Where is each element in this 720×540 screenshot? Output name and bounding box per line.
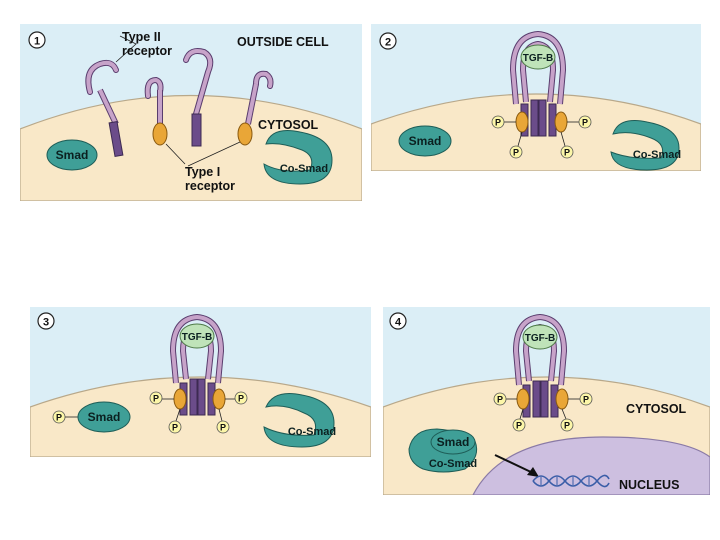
type-i-receptor-label: receptor <box>185 179 235 193</box>
step-badge: 1 <box>28 31 46 49</box>
phosphate-group: P <box>509 145 523 159</box>
tgf-beta-ligand <box>179 323 215 349</box>
panel-2-illustration: 2 TGF-B P P P P Smad <box>371 24 701 171</box>
type-ii-receptor <box>85 59 124 158</box>
phosphate-group: P <box>149 391 163 405</box>
panel-4-illustration: 4 TGF-B P P P P CYTOSOL Sma <box>383 307 710 495</box>
co-smad: Co-Smad <box>263 130 333 185</box>
smad-label: Smad <box>409 134 442 148</box>
phosphate-label: P <box>583 395 589 405</box>
phosphate-label: P <box>513 148 519 158</box>
type-i-receptor-label: Type I <box>185 165 220 179</box>
type-ii-leader-line <box>115 35 137 63</box>
tgf-beta-label: TGF-B <box>182 332 213 343</box>
co-smad-label: Co-Smad <box>633 149 681 161</box>
phosphate-label: P <box>495 118 501 128</box>
panel-step-1: 1 Type II receptor OUTSIDE CELL CYTOSOL … <box>20 24 362 201</box>
phosphate-group: P <box>234 391 248 405</box>
phosphate-group: P <box>578 115 592 129</box>
nucleus <box>472 436 710 495</box>
smad-label: Smad <box>88 410 121 424</box>
tgf-beta-ligand <box>520 44 556 70</box>
phosphate-label: P <box>497 395 503 405</box>
phosphate-group: P <box>579 392 593 406</box>
cytosol-label: CYTOSOL <box>626 402 687 416</box>
receptor-complex: TGF-B <box>504 30 579 147</box>
panel-step-3: 3 TGF-B P P P P P Sma <box>30 307 371 457</box>
phosphate-label: P <box>516 421 522 431</box>
receptor-complex: TGF-B <box>505 313 580 420</box>
step-number: 2 <box>385 37 391 49</box>
phosphate-group: P <box>216 420 230 434</box>
panel-step-2: 2 TGF-B P P P P Smad <box>371 24 701 171</box>
nucleus-label: NUCLEUS <box>619 478 679 492</box>
phosphate-group: P <box>560 418 574 432</box>
smad-cosmad-complex: Smad Co-Smad <box>408 428 477 473</box>
step-badge: 2 <box>379 32 397 50</box>
translocation-arrow <box>494 454 539 477</box>
type-i-receptor <box>237 70 274 146</box>
phosphate-label: P <box>238 394 244 404</box>
phosphate-group: P <box>491 115 505 129</box>
smad-label: Smad <box>56 148 89 162</box>
step-badge: 3 <box>37 312 55 330</box>
panel-1-illustration: 1 Type II receptor OUTSIDE CELL CYTOSOL … <box>20 24 362 201</box>
phosphate-label: P <box>564 148 570 158</box>
smad: Smad <box>46 139 98 171</box>
phosphate-group: P <box>168 420 182 434</box>
type-i-leader-line <box>165 141 241 167</box>
type-ii-receptor <box>183 48 214 147</box>
type-i-receptor <box>144 76 168 146</box>
tgf-beta-label: TGF-B <box>525 333 556 344</box>
step-badge: 4 <box>389 312 407 330</box>
co-smad: Co-Smad <box>610 120 681 171</box>
phosphate-group: P <box>493 392 507 406</box>
step-number: 4 <box>395 317 402 329</box>
tgf-beta-label: TGF-B <box>523 53 554 64</box>
tgf-beta-ligand <box>522 324 558 350</box>
panel-step-4: 4 TGF-B P P P P CYTOSOL Sma <box>383 307 710 495</box>
type-ii-receptor-label: Type II <box>122 30 161 44</box>
phosphate-label: P <box>56 413 62 423</box>
co-smad-label: Co-Smad <box>429 458 477 470</box>
phosphorylated-smad: P Smad <box>52 401 131 433</box>
receptor-complex: TGF-B <box>162 313 235 422</box>
smad-label: Smad <box>437 435 470 449</box>
smad: Smad <box>398 125 452 157</box>
dna-helix <box>532 474 610 488</box>
co-smad-label: Co-Smad <box>280 163 328 175</box>
phosphate-group: P <box>512 418 526 432</box>
phosphate-group: P <box>560 145 574 159</box>
phosphate-label: P <box>220 423 226 433</box>
phosphate-label: P <box>582 118 588 128</box>
phosphate-label: P <box>153 394 159 404</box>
panel-3-illustration: 3 TGF-B P P P P P Sma <box>30 307 371 457</box>
type-ii-receptor-label: receptor <box>122 44 172 58</box>
co-smad-label: Co-Smad <box>288 426 336 438</box>
phosphate-label: P <box>172 423 178 433</box>
step-number: 1 <box>34 36 40 48</box>
co-smad: Co-Smad <box>263 393 336 448</box>
phosphate-label: P <box>564 421 570 431</box>
outside-cell-label: OUTSIDE CELL <box>237 35 329 49</box>
step-number: 3 <box>43 317 49 329</box>
cytosol-label: CYTOSOL <box>258 118 319 132</box>
